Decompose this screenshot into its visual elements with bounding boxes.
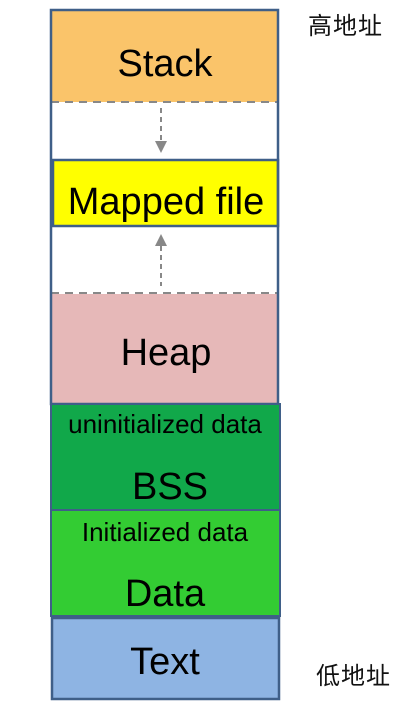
- high-address-label: 高地址: [308, 12, 383, 40]
- stack-growth-down-arrow-icon: [155, 141, 167, 153]
- mapped-file-segment: [51, 158, 280, 228]
- text-label: Text: [130, 641, 200, 683]
- bss-sublabel: uninitialized data: [68, 409, 262, 439]
- heap-growth-up-arrow-icon: [155, 234, 167, 246]
- data-label: Data: [125, 573, 206, 615]
- data-sublabel: Initialized data: [82, 517, 249, 547]
- mapped-file-label: Mapped file: [68, 181, 264, 223]
- text-segment: [50, 616, 281, 701]
- bss-segment: [50, 403, 281, 511]
- bss-label: BSS: [132, 466, 208, 508]
- stack-segment: [51, 10, 278, 102]
- heap-label: Heap: [121, 332, 212, 374]
- low-address-label: 低地址: [316, 662, 391, 690]
- stack-label: Stack: [117, 43, 213, 85]
- heap-segment: [51, 294, 278, 404]
- data-segment: [50, 509, 281, 617]
